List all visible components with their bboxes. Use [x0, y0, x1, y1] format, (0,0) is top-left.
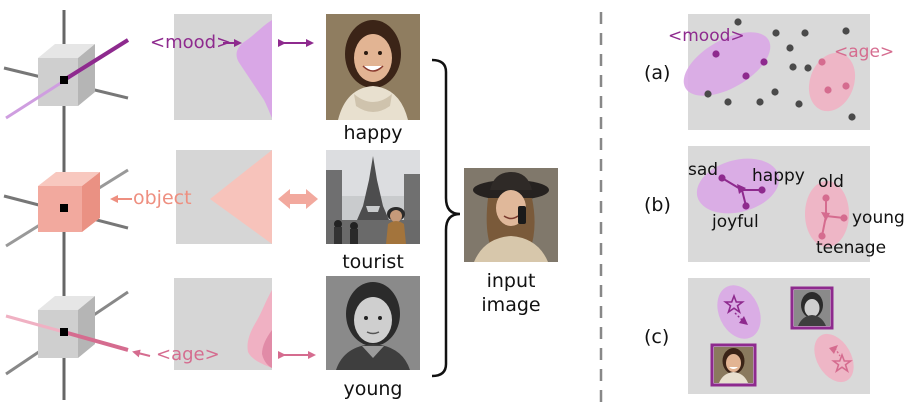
caption-young: young: [343, 378, 403, 400]
word-young: young: [852, 208, 905, 228]
caption-happy: happy: [343, 122, 403, 144]
object-double-arrow: [278, 189, 318, 209]
smiling-woman-photo: [326, 14, 420, 120]
panel-b-label: (b): [644, 194, 671, 216]
age-arrow-left: [132, 349, 151, 358]
word-teenage: teenage: [816, 238, 887, 258]
young-girl-bw-photo: [326, 276, 420, 370]
input-caption-line2: image: [481, 294, 541, 316]
panel-c: [688, 278, 870, 394]
panel-b: [688, 146, 870, 262]
input-caption-line1: input: [486, 270, 536, 292]
panel-c-smiling-woman-thumb: [714, 347, 753, 383]
panel-c-label: (c): [644, 326, 670, 348]
panel-a-mood-tag: <mood>: [668, 26, 745, 46]
age-tag-left: <age>: [156, 344, 220, 365]
eiffel-tower-tourist-photo: [326, 150, 420, 244]
age-latent-panel: [174, 278, 272, 370]
input-brace: [431, 58, 461, 378]
word-joyful: joyful: [712, 212, 759, 232]
panel-a-age-tag: <age>: [834, 42, 895, 62]
input-woman-hat-photo: [464, 168, 558, 262]
word-sad: sad: [688, 160, 719, 180]
word-old: old: [818, 172, 844, 192]
mood-latent-panel: [174, 14, 272, 120]
object-tag-left: object: [133, 187, 192, 209]
panel-c-young-girl-thumb: [794, 290, 830, 326]
mood-tag-left: <mood>: [150, 32, 232, 53]
cube-mood: [3, 10, 130, 150]
cube-age: [5, 272, 129, 400]
caption-tourist: tourist: [342, 251, 404, 273]
object-latent-panel: [176, 150, 272, 244]
cube-object: [3, 150, 129, 276]
panel-a: [683, 14, 870, 130]
panel-a-label: (a): [644, 62, 671, 84]
word-happy: happy: [752, 166, 805, 186]
